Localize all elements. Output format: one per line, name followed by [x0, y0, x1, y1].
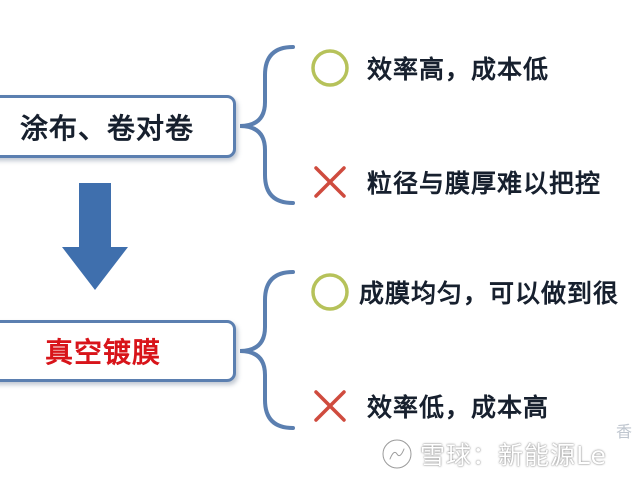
brace-bottom: [239, 270, 295, 430]
item-text: 成膜均匀，可以做到很: [359, 279, 620, 308]
watermark: 雪球：新能源Le: [380, 436, 607, 472]
brace-top: [239, 45, 295, 205]
item-text: 效率低，成本高: [367, 393, 550, 422]
method-label-vacuum: 真空镀膜: [44, 336, 161, 369]
method-label-coating: 涂布、卷对卷: [19, 111, 194, 145]
method-box-vacuum: 真空镀膜: [0, 320, 236, 382]
corner-glyph: 香: [615, 422, 632, 441]
item-text: 粒径与膜厚难以把控: [367, 169, 602, 198]
cross-icon: [314, 166, 346, 198]
method-box-coating: 涂布、卷对卷: [0, 95, 236, 158]
item-text: 效率高，成本低: [367, 55, 550, 84]
watermark-text: 雪球：新能源Le: [420, 441, 607, 470]
circle-icon: [311, 49, 349, 87]
con-item-coating: 粒径与膜厚难以把控: [310, 162, 601, 202]
circle-icon: [311, 273, 349, 311]
down-arrow-icon: [62, 183, 128, 290]
pro-item-coating: 效率高，成本低: [310, 48, 549, 88]
xueqiu-logo-icon: [381, 438, 413, 470]
cross-icon: [314, 390, 346, 422]
con-item-vacuum: 效率低，成本高: [310, 386, 549, 426]
pro-item-vacuum: 成膜均匀，可以做到很: [310, 272, 619, 312]
